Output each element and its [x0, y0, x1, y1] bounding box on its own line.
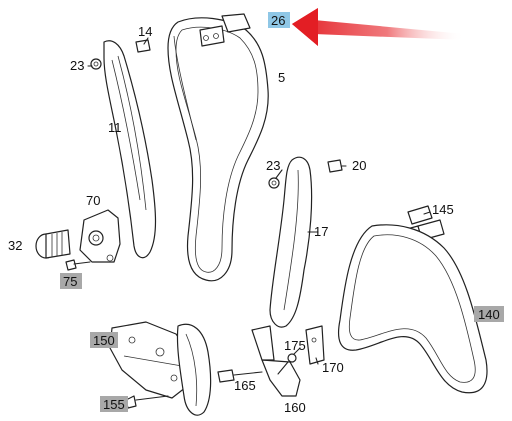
nut-23-left [90, 58, 102, 70]
label-32: 32 [8, 238, 22, 253]
label-160: 160 [284, 400, 306, 415]
label-70: 70 [86, 193, 100, 208]
pin-20 [327, 159, 343, 173]
label-75-highlight [60, 273, 82, 289]
label-175: 175 [284, 338, 306, 353]
label-11: 11 [108, 120, 122, 135]
label-150-highlight [90, 332, 118, 348]
label-170: 170 [322, 360, 344, 375]
label-155: 155 [103, 397, 125, 412]
plate-170 [305, 325, 325, 365]
label-17: 17 [314, 224, 328, 239]
chain-link-26 [199, 13, 251, 47]
label-145: 145 [432, 202, 454, 217]
label-23-left: 23 [70, 58, 84, 73]
bolt-155 [125, 395, 169, 409]
nut-23-right [268, 177, 280, 189]
tensioner-32 [35, 229, 71, 259]
bolt-75 [65, 259, 91, 271]
timing-chain-5 [167, 17, 269, 282]
label-23-right: 23 [266, 158, 280, 173]
chain-140 [337, 224, 488, 394]
label-150: 150 [93, 333, 115, 348]
leader-lines [87, 37, 431, 365]
label-14: 14 [138, 24, 152, 39]
guide-rail-11 [103, 40, 157, 259]
label-75: 75 [63, 274, 77, 289]
bracket-70 [79, 209, 121, 263]
label-155-highlight [100, 396, 128, 412]
pin-14 [135, 39, 151, 53]
label-26: 26 [271, 13, 285, 28]
guide-rail-17 [269, 156, 313, 328]
bolt-175 [277, 353, 297, 375]
label-5: 5 [278, 70, 285, 85]
label-165: 165 [234, 378, 256, 393]
housing-150 [109, 321, 193, 399]
tensioner-shoe-left [176, 323, 212, 416]
red-arrow-icon [292, 8, 465, 46]
label-140: 140 [478, 307, 500, 322]
label-140-highlight [474, 306, 504, 322]
label-26-highlight [268, 12, 290, 28]
label-20: 20 [352, 158, 366, 173]
pin-165 [217, 369, 263, 383]
